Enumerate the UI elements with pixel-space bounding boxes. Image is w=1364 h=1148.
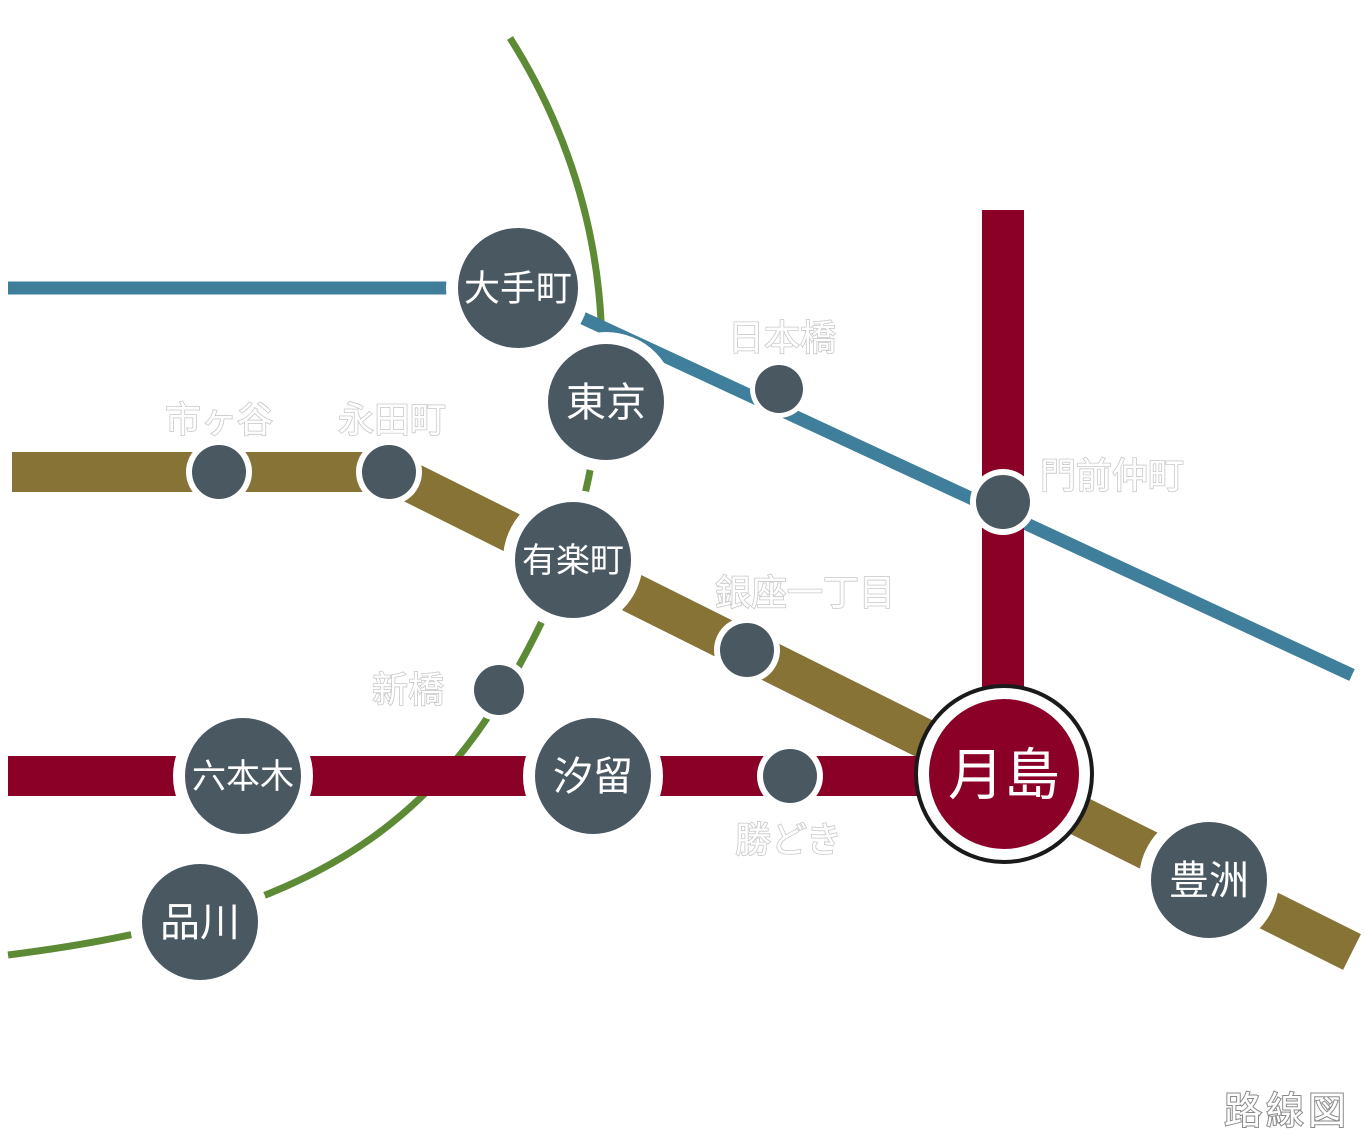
station-label-nihonbashi: 日本橋 xyxy=(728,318,836,359)
station-label-yurakucho: 有楽町 xyxy=(522,541,624,581)
station-dot xyxy=(142,864,258,980)
station-ichigaya[interactable]: 市ヶ谷 xyxy=(164,399,274,505)
station-dot xyxy=(515,502,631,618)
station-dot xyxy=(458,228,578,348)
station-dot xyxy=(535,718,651,834)
station-dot xyxy=(755,365,803,413)
station-dot xyxy=(474,665,524,715)
station-dot xyxy=(763,749,817,803)
station-kachidoki[interactable]: 勝どき xyxy=(734,743,843,862)
station-label-nagatacho: 永田町 xyxy=(338,400,446,441)
station-ginza-itchome[interactable]: 銀座一丁目 xyxy=(714,572,896,683)
station-dot xyxy=(720,623,774,677)
station-shiodome[interactable]: 汐留 xyxy=(523,706,663,846)
station-label-shimbashi: 新橋 xyxy=(372,670,444,711)
highlight-dot xyxy=(929,699,1079,849)
station-label-monzen-nakacho: 門前仲町 xyxy=(1040,456,1184,497)
station-label-shinagawa: 品川 xyxy=(160,900,240,946)
station-dot xyxy=(192,445,246,499)
station-dot xyxy=(548,344,664,460)
station-label-ginza-itchome: 銀座一丁目 xyxy=(715,573,895,614)
station-roppongi[interactable]: 六本木 xyxy=(173,706,313,846)
station-dot xyxy=(185,718,301,834)
station-toyosu[interactable]: 豊洲 xyxy=(1139,810,1279,950)
station-otemachi[interactable]: 大手町 xyxy=(446,216,590,360)
minor-stations: 日本橋 市ヶ谷 永田町 門前仲町 銀座一丁目 新橋 xyxy=(164,317,1185,862)
station-tokyo[interactable]: 東京 xyxy=(536,332,676,472)
station-shimbashi[interactable]: 新橋 xyxy=(371,659,530,721)
station-label-otemachi: 大手町 xyxy=(464,269,572,310)
station-label-ichigaya: 市ヶ谷 xyxy=(165,400,273,441)
station-label-shiodome: 汐留 xyxy=(553,754,633,800)
station-label-roppongi: 六本木 xyxy=(192,757,294,797)
station-shinagawa[interactable]: 品川 xyxy=(130,852,270,992)
map-title: 路線図 xyxy=(1224,1089,1350,1133)
station-label-tokyo: 東京 xyxy=(566,380,646,426)
station-nihonbashi[interactable]: 日本橋 xyxy=(727,317,837,418)
station-yurakucho[interactable]: 有楽町 xyxy=(503,490,643,630)
station-monzen-nakacho[interactable]: 門前仲町 xyxy=(970,455,1185,535)
station-dot xyxy=(976,475,1030,529)
station-tsukishima[interactable]: 月島 xyxy=(914,684,1094,864)
station-dot xyxy=(1151,822,1267,938)
station-label-tsukishima: 月島 xyxy=(948,744,1060,809)
station-label-kachidoki: 勝どき xyxy=(735,820,842,861)
station-label-toyosu: 豊洲 xyxy=(1169,858,1249,904)
station-nagatacho[interactable]: 永田町 xyxy=(337,399,447,505)
station-dot xyxy=(362,445,416,499)
major-stations: 大手町 東京 有楽町 六本木 汐留 品川 xyxy=(130,216,1279,992)
